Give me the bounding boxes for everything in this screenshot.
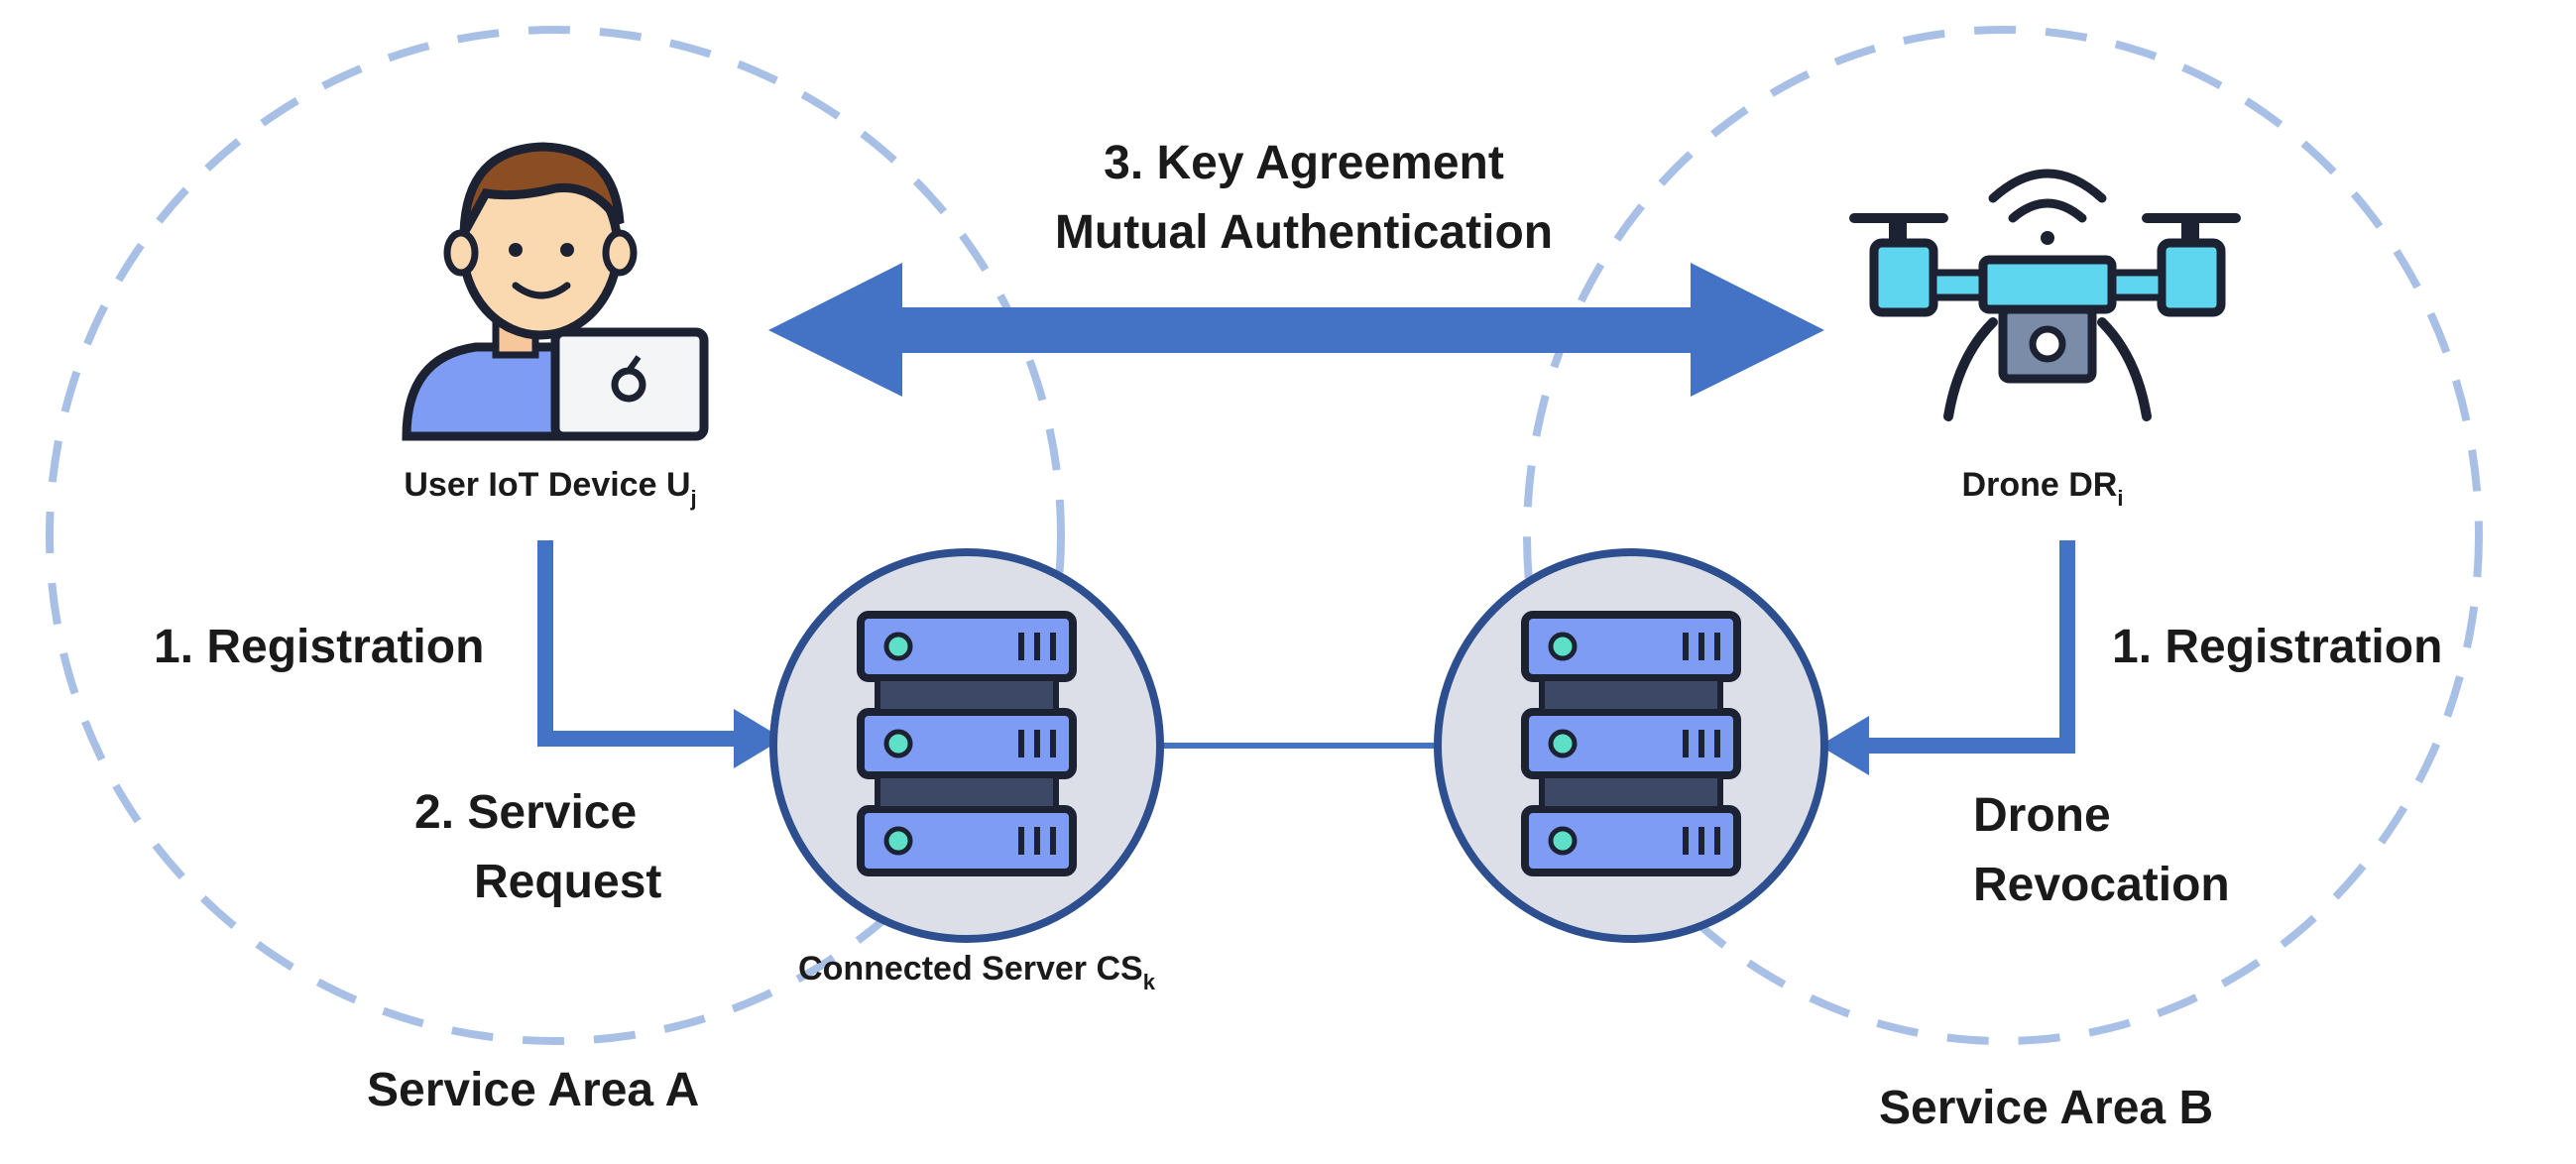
registration-arrow-left [537, 540, 783, 768]
user-with-laptop-icon [402, 142, 709, 441]
service-area-b-label: Service Area B [1879, 1082, 2213, 1134]
drone-revocation-label-line2: Revocation [1973, 859, 2230, 911]
drone-with-wifi-icon [1849, 169, 2241, 421]
mutual-authentication-arrow [768, 263, 1824, 397]
registration-right-label: 1. Registration [2112, 621, 2442, 673]
service-area-a-boundary [46, 26, 1065, 1045]
registration-left-label: 1. Registration [154, 621, 484, 673]
server-rack-icon [1521, 611, 1741, 876]
registration-arrow-right [1819, 540, 2075, 775]
drone-revocation-label-line1: Drone [1973, 789, 2111, 842]
user-device-label: User IoT Device Uj [404, 466, 696, 511]
connected-server-label: Connected Server CSk [798, 950, 1156, 994]
mutual-authentication-label: Mutual Authentication [1055, 206, 1553, 259]
connected-server-right [1434, 548, 1828, 943]
key-agreement-label: 3. Key Agreement [1104, 137, 1504, 189]
service-area-b-boundary [1523, 26, 2483, 1045]
service-request-label-line2: Request [474, 856, 661, 908]
server-rack-icon [857, 611, 1077, 876]
connected-server-left [769, 548, 1164, 943]
service-area-a-label: Service Area A [367, 1064, 699, 1116]
drone-label: Drone DRi [1962, 466, 2124, 511]
service-request-label-line1: 2. Service [414, 786, 637, 839]
